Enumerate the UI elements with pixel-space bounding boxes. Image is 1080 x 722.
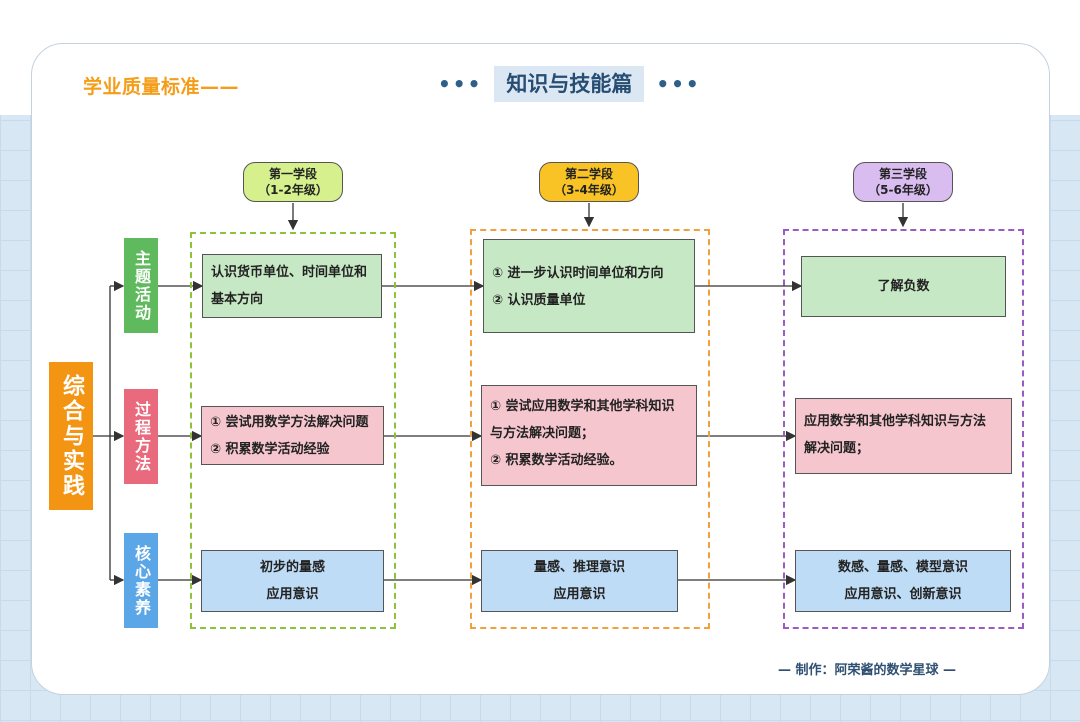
dots-right-icon: ••• <box>656 72 701 96</box>
cell-r3-stage2: 量感、推理意识 应用意识 <box>481 550 678 612</box>
stage1-frame <box>190 232 396 629</box>
cell-line: ① 尝试用数学方法解决问题 <box>210 415 369 430</box>
cell-line: 基本方向 <box>211 292 264 307</box>
cell-line: ② 认识质量单位 <box>492 293 586 308</box>
cell-r1-stage1: 认识货币单位、时间单位和 基本方向 <box>202 254 382 318</box>
section-label: 学业质量标准—— <box>83 76 240 98</box>
cell-line: 应用意识、创新意识 <box>844 587 962 602</box>
author-credit: — 制作：阿荣酱的数学星球 — <box>778 663 957 678</box>
cell-r1-stage3: 了解负数 <box>801 256 1006 317</box>
stage1-grades: （1-2年级） <box>258 183 328 197</box>
stage2-frame <box>470 229 710 629</box>
cell-line: 数感、量感、模型意识 <box>837 560 968 575</box>
cell-line: 量感、推理意识 <box>533 560 625 575</box>
title-group: ••• 知识与技能篇 ••• <box>438 66 701 102</box>
stage3-header: 第三学段 （5-6年级） <box>853 162 953 202</box>
cell-line: ① 尝试应用数学和其他学科知识 <box>490 399 675 414</box>
cell-line: 了解负数 <box>877 279 930 294</box>
cell-r2-stage1: ① 尝试用数学方法解决问题 ② 积累数学活动经验 <box>201 406 384 465</box>
cell-line: ① 进一步认识时间单位和方向 <box>492 266 664 281</box>
cell-line: 认识货币单位、时间单位和 <box>211 265 368 280</box>
stage2-grades: （3-4年级） <box>554 183 624 197</box>
dots-left-icon: ••• <box>438 72 483 96</box>
cell-line: 应用数学和其他学科知识与方法 <box>804 414 987 429</box>
row-label-process-method: 过程方法 <box>124 389 158 484</box>
cell-r2-stage2: ① 尝试应用数学和其他学科知识 与方法解决问题； ② 积累数学活动经验。 <box>481 385 697 486</box>
stage3-title: 第三学段 <box>878 167 927 181</box>
stage2-header: 第二学段 （3-4年级） <box>539 162 639 202</box>
stage1-header: 第一学段 （1-2年级） <box>243 162 343 202</box>
cell-line: ② 积累数学活动经验。 <box>490 453 623 468</box>
stage3-frame <box>783 229 1024 629</box>
cell-line: 解决问题； <box>804 441 870 456</box>
cell-r3-stage3: 数感、量感、模型意识 应用意识、创新意识 <box>795 550 1011 612</box>
cell-r1-stage2: ① 进一步认识时间单位和方向 ② 认识质量单位 <box>483 239 695 333</box>
cell-line: 初步的量感 <box>259 560 325 575</box>
cell-line: 应用意识 <box>266 587 319 602</box>
cell-line: 应用意识 <box>553 587 606 602</box>
cell-r3-stage1: 初步的量感 应用意识 <box>201 550 384 612</box>
cell-line: 与方法解决问题； <box>490 426 595 441</box>
row-label-core-literacy: 核心素养 <box>124 533 158 628</box>
cell-line: ② 积累数学活动经验 <box>210 442 330 457</box>
page-title: 知识与技能篇 <box>494 66 645 102</box>
row-label-theme-activity: 主题活动 <box>124 238 158 333</box>
stage3-grades: （5-6年级） <box>868 183 938 197</box>
stage2-title: 第二学段 <box>564 167 613 181</box>
main-category-label: 综合与实践 <box>49 362 93 510</box>
cell-r2-stage3: 应用数学和其他学科知识与方法 解决问题； <box>795 398 1012 474</box>
stage1-title: 第一学段 <box>268 167 317 181</box>
